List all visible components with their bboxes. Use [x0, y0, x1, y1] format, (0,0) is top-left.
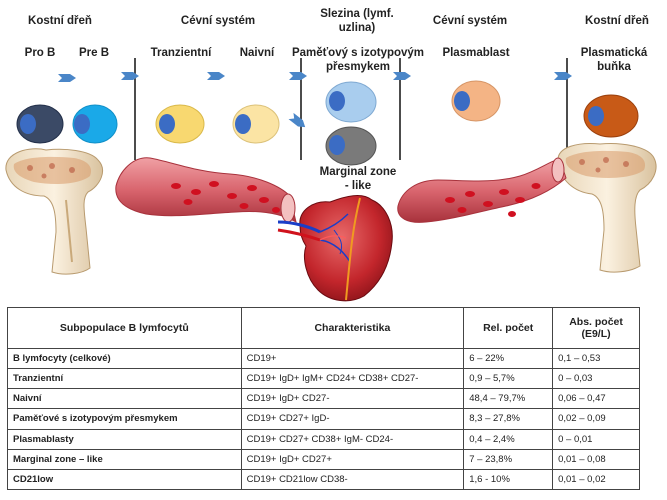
cell-pro-b — [16, 104, 64, 144]
row-absolute: 0,06 – 0,47 — [552, 388, 640, 410]
table-row: Plasmablasty CD19+ CD27+ CD38+ IgM- CD24… — [7, 428, 640, 450]
table-header-absolute: Abs. počet (E9/L) — [552, 307, 640, 349]
row-relative: 0,4 – 2,4% — [463, 428, 554, 450]
arrow-icon — [121, 72, 139, 80]
arrow-icon — [393, 72, 411, 80]
stage-label-plasma-cell: Plasmatická buňka — [580, 47, 648, 73]
row-relative: 8,3 – 27,8% — [463, 408, 554, 430]
cell-transitional — [155, 104, 205, 144]
table-header-relative: Rel. počet — [463, 307, 554, 349]
row-relative: 6 – 22% — [463, 347, 554, 370]
bone-marrow-right-illustration — [557, 143, 657, 273]
spleen-illustration — [277, 195, 393, 302]
row-markers: CD19+ CD27+ IgD- — [240, 408, 465, 430]
row-relative: 0,9 – 5,7% — [463, 368, 554, 390]
blood-vessel-left-illustration — [115, 157, 297, 224]
row-name: CD21low — [7, 468, 242, 491]
table-header-subpopulation: Subpopulace B lymfocytů — [7, 307, 242, 349]
cell-naive — [232, 104, 280, 144]
row-relative: 7 – 23,8% — [463, 448, 554, 470]
stage-label-marginal-zone: Marginal zone - like — [319, 166, 397, 192]
row-absolute: 0,1 – 0,53 — [552, 347, 640, 370]
row-name: B lymfocyty (celkové) — [7, 347, 242, 370]
b-cell-development-illustration — [5, 58, 657, 302]
row-markers: CD19+ — [240, 347, 465, 370]
row-absolute: 0 – 0,03 — [552, 368, 640, 390]
row-markers: CD19+ IgD+ CD27- — [240, 388, 465, 410]
row-name: Marginal zone – like — [7, 448, 242, 470]
row-relative: 48,4 – 79,7% — [463, 388, 554, 410]
row-markers: CD19+ CD27+ CD38+ IgM- CD24- — [240, 428, 465, 450]
table-header-characteristic: Charakteristika — [240, 307, 465, 349]
stage-label-pre-b: Pre B — [78, 47, 110, 59]
row-absolute: 0,01 – 0,08 — [552, 448, 640, 470]
stage-label-plasmablast: Plasmablast — [442, 47, 510, 59]
arrow-icon — [207, 72, 225, 80]
b-cell-subpopulation-table: Subpopulace B lymfocytů Charakteristika … — [7, 307, 640, 491]
section-label-bone-marrow-left: Kostní dřeň — [28, 15, 92, 27]
arrow-icon — [288, 112, 308, 131]
table-row: Naivní CD19+ IgD+ CD27- 48,4 – 79,7% 0,0… — [7, 388, 640, 410]
bone-marrow-left-illustration — [5, 148, 103, 275]
cell-pre-b — [72, 104, 118, 144]
section-label-bone-marrow-right: Kostní dřeň — [585, 15, 649, 27]
cell-memory-switched — [325, 81, 377, 123]
arrow-icon — [58, 74, 76, 82]
row-absolute: 0,02 – 0,09 — [552, 408, 640, 430]
row-absolute: 0 – 0,01 — [552, 428, 640, 450]
row-markers: CD19+ IgD+ IgM+ CD24+ CD38+ CD27- — [240, 368, 465, 390]
arrow-icon — [554, 72, 572, 80]
row-name: Paměťové s izotypovým přesmykem — [7, 408, 242, 430]
row-relative: 1,6 - 10% — [463, 468, 554, 491]
table-row: Marginal zone – like CD19+ IgD+ CD27+ 7 … — [7, 448, 640, 470]
stage-label-transitional: Tranzientní — [150, 47, 212, 59]
row-name: Plasmablasty — [7, 428, 242, 450]
row-name: Tranzientní — [7, 368, 242, 390]
stage-label-naive: Naivní — [239, 47, 275, 59]
cell-marginal-zone — [325, 126, 377, 166]
cell-plasma — [583, 94, 639, 138]
arrow-icon — [289, 72, 307, 80]
table-row: B lymfocyty (celkové) CD19+ 6 – 22% 0,1 … — [7, 347, 640, 370]
stage-label-memory-switched: Paměťový s izotypovým přesmykem — [291, 47, 425, 73]
table-row: CD21low CD19+ CD21low CD38- 1,6 - 10% 0,… — [7, 468, 640, 491]
table-row: Tranzientní CD19+ IgD+ IgM+ CD24+ CD38+ … — [7, 368, 640, 390]
cell-plasmablast — [451, 80, 501, 122]
row-absolute: 0,01 – 0,02 — [552, 468, 640, 491]
row-name: Naivní — [7, 388, 242, 410]
row-markers: CD19+ CD21low CD38- — [240, 468, 465, 491]
blood-vessel-right-illustration — [397, 157, 567, 223]
section-label-vascular-left: Cévní systém — [180, 15, 256, 27]
row-markers: CD19+ IgD+ CD27+ — [240, 448, 465, 470]
table-row: Paměťové s izotypovým přesmykem CD19+ CD… — [7, 408, 640, 430]
section-label-spleen: Slezina (lymf. uzlina) — [320, 8, 394, 34]
section-label-vascular-right: Cévní systém — [432, 15, 508, 27]
stage-label-pro-b: Pro B — [24, 47, 56, 59]
